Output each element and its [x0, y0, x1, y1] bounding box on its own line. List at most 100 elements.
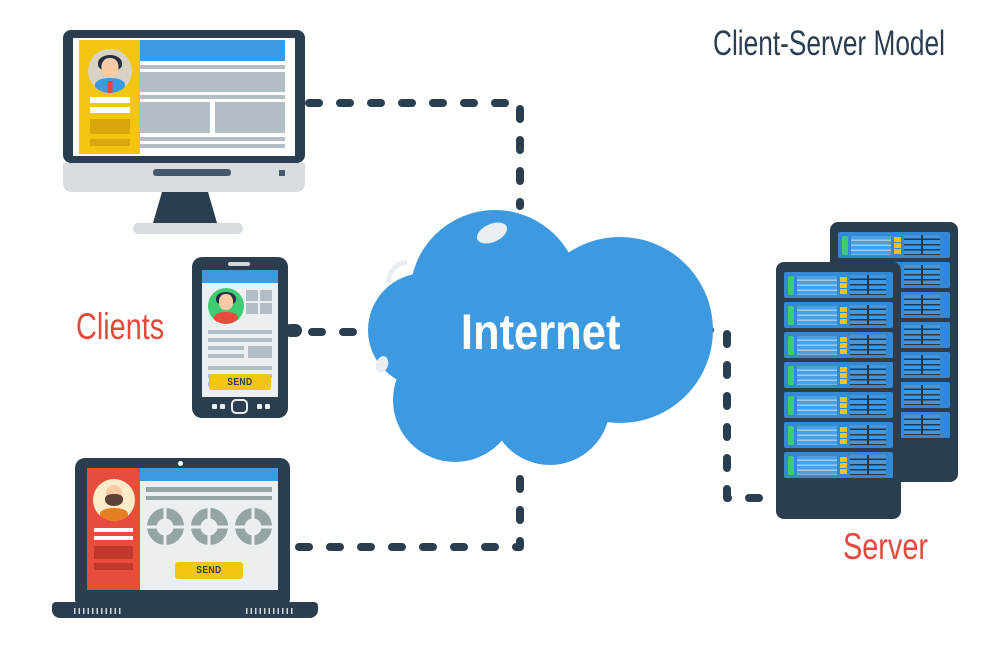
text-placeholder	[94, 536, 133, 540]
server-yellow-leds	[840, 276, 847, 294]
connection-laptop-cloud	[295, 454, 524, 551]
server-drive-panel	[797, 305, 837, 325]
server-yellow-leds	[840, 456, 847, 474]
laptop-profile-sidebar	[87, 468, 140, 590]
laptop-webcam	[178, 461, 183, 466]
monitor-screen	[73, 38, 295, 156]
server-vents	[850, 455, 886, 475]
text-placeholder	[140, 137, 285, 141]
server-drive-panel	[797, 365, 837, 385]
server-endcap	[943, 235, 946, 255]
text-placeholder	[89, 107, 130, 113]
content-placeholder	[89, 119, 130, 134]
laptop-webpage	[140, 468, 278, 590]
server-unit	[838, 232, 950, 258]
connection-desktop-cloud	[305, 99, 524, 210]
server-vents	[850, 275, 886, 295]
server-green-led	[788, 395, 794, 415]
phone-nav-button	[257, 404, 262, 409]
server-endcap	[943, 355, 946, 375]
monitor-power-led	[279, 170, 285, 176]
text-placeholder	[140, 144, 285, 148]
monitor-stand	[153, 192, 217, 223]
server-endcap	[943, 415, 946, 435]
text-placeholder	[140, 95, 285, 99]
server-green-led	[788, 305, 794, 325]
server-unit	[784, 272, 893, 298]
server-unit	[784, 302, 893, 328]
server-unit	[784, 362, 893, 388]
server-endcap	[943, 325, 946, 345]
content-placeholder	[94, 563, 133, 570]
content-placeholder	[248, 346, 272, 358]
server-label: Server	[843, 526, 929, 567]
server-green-led	[788, 365, 794, 385]
monitor-chin	[63, 163, 305, 192]
cloud-bump	[450, 265, 610, 425]
user-avatar	[92, 479, 135, 521]
text-placeholder	[146, 496, 272, 500]
content-placeholder	[140, 102, 210, 133]
donut-chart-icon	[234, 508, 272, 545]
keyboard-texture	[246, 608, 294, 614]
page-title: Client-Server Model	[713, 24, 945, 63]
server-green-led	[788, 275, 794, 295]
webpage-header	[140, 468, 278, 481]
server-endcap	[943, 295, 946, 315]
content-placeholder	[89, 139, 130, 146]
server-vents	[904, 325, 940, 345]
server-drive-panel	[797, 275, 837, 295]
server-yellow-leds	[840, 426, 847, 444]
server-endcap	[943, 265, 946, 285]
server-drive-panel	[797, 395, 837, 415]
server-yellow-leds	[840, 336, 847, 354]
server-drive-panel	[797, 425, 837, 445]
monitor-base	[133, 223, 243, 234]
server-vents	[850, 425, 886, 445]
server-endcap	[943, 385, 946, 405]
donut-chart-icon	[146, 508, 184, 545]
phone-nav-button	[265, 404, 270, 409]
donut-charts	[140, 508, 278, 545]
server-rack-front-icon	[776, 262, 901, 519]
server-green-led	[842, 235, 848, 255]
server-unit	[784, 392, 893, 418]
donut-chart-icon	[190, 508, 228, 545]
content-row	[208, 346, 272, 362]
server-green-led	[788, 335, 794, 355]
text-placeholder	[208, 354, 244, 358]
phone-speaker	[228, 262, 250, 266]
menu-tiles	[246, 290, 272, 324]
server-vents	[850, 305, 886, 325]
phone-nav-button	[212, 404, 217, 409]
server-yellow-leds	[840, 366, 847, 384]
app-header	[202, 270, 278, 283]
server-yellow-leds	[840, 396, 847, 414]
server-green-led	[788, 425, 794, 445]
server-vents	[850, 395, 886, 415]
laptop-send-button: SEND	[175, 562, 243, 579]
server-green-led	[788, 455, 794, 475]
content-placeholder	[94, 546, 133, 559]
server-vents	[850, 335, 886, 355]
server-drive-panel	[797, 455, 837, 475]
server-vents	[904, 385, 940, 405]
monitor-webpage	[140, 40, 285, 154]
monitor-profile-sidebar	[79, 40, 140, 154]
server-vents	[904, 295, 940, 315]
content-placeholder	[140, 72, 285, 92]
phone-home-button	[231, 399, 248, 414]
server-drive-panel	[797, 335, 837, 355]
server-drive-panel	[851, 235, 891, 255]
server-vents	[904, 355, 940, 375]
server-vents	[850, 365, 886, 385]
server-yellow-leds	[894, 236, 901, 254]
server-vents	[904, 415, 940, 435]
clients-label: Clients	[76, 306, 165, 347]
text-placeholder	[89, 97, 130, 103]
text-placeholder	[208, 366, 272, 370]
text-placeholder	[208, 330, 272, 334]
user-avatar	[208, 288, 244, 324]
server-unit	[784, 332, 893, 358]
